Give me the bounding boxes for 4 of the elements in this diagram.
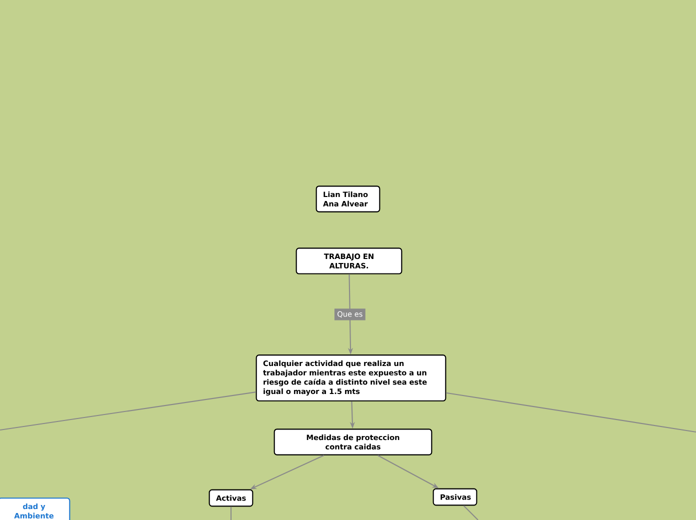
connector-line: [0, 392, 256, 431]
connector-line: [463, 505, 478, 520]
connector-line: [446, 392, 696, 433]
connector-line: [230, 506, 232, 520]
